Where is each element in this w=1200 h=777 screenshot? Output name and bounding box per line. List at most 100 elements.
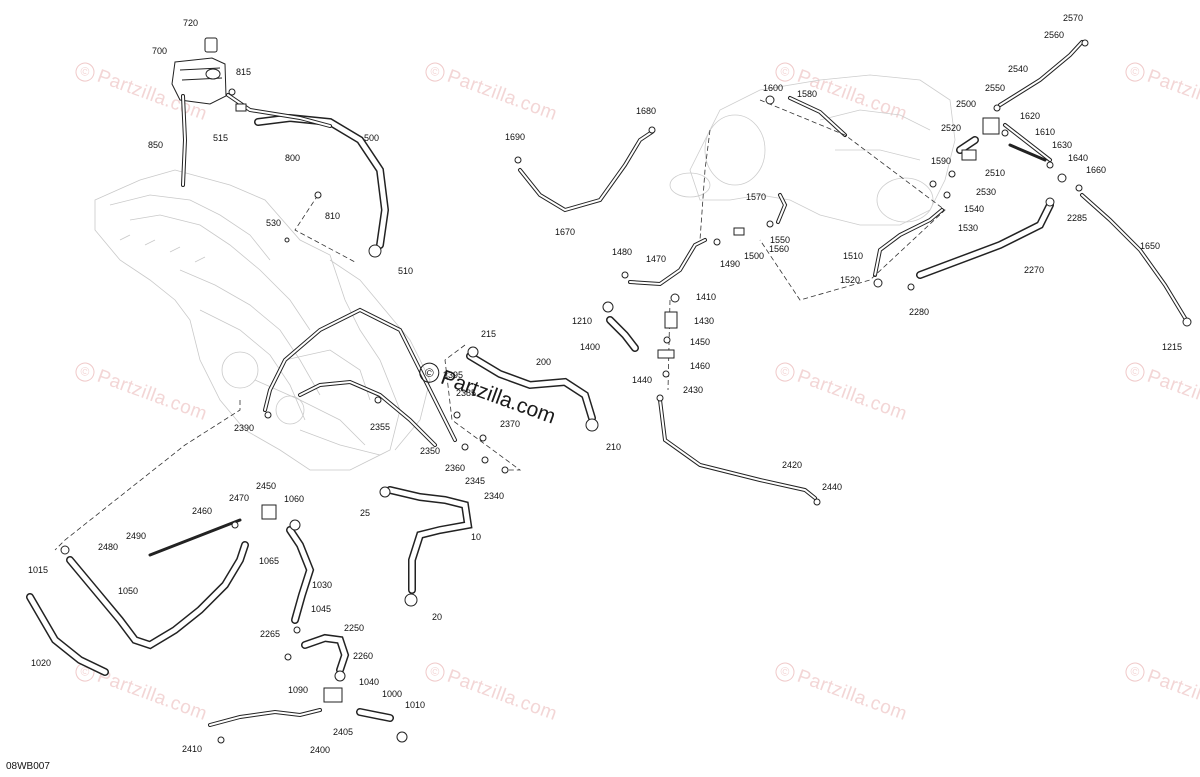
callout-1450: 1450	[690, 337, 711, 347]
callout-2410: 2410	[182, 744, 203, 754]
callout-2420: 2420	[782, 460, 803, 470]
callout-510: 510	[398, 266, 414, 276]
hoses	[26, 40, 1187, 727]
callout-2395: 2395	[443, 370, 464, 380]
callout-2430: 2430	[683, 385, 704, 395]
callout-720: 720	[183, 18, 199, 28]
callout-2370: 2370	[500, 419, 521, 429]
callout-1060: 1060	[284, 494, 305, 504]
callout-2280: 2280	[909, 307, 930, 317]
callout-10: 10	[471, 532, 482, 542]
callout-2385: 2385	[456, 388, 477, 398]
callout-2270: 2270	[1024, 265, 1045, 275]
callout-1090: 1090	[288, 685, 309, 695]
callout-1010: 1010	[405, 700, 426, 710]
callout-1015: 1015	[28, 565, 49, 575]
callout-2510: 2510	[985, 168, 1006, 178]
callout-1590: 1590	[931, 156, 952, 166]
callout-2340: 2340	[484, 491, 505, 501]
callout-700: 700	[152, 46, 168, 56]
callout-1580: 1580	[797, 89, 818, 99]
callout-1430: 1430	[694, 316, 715, 326]
callout-1020: 1020	[31, 658, 52, 668]
callout-2490: 2490	[126, 531, 147, 541]
callout-2500: 2500	[956, 99, 977, 109]
callout-2355: 2355	[370, 422, 391, 432]
callout-2405: 2405	[333, 727, 354, 737]
callout-1530: 1530	[958, 223, 979, 233]
callout-2265: 2265	[260, 629, 281, 639]
callout-530: 530	[266, 218, 282, 228]
callout-2345: 2345	[465, 476, 486, 486]
callout-500: 500	[364, 133, 380, 143]
callout-1500: 1500	[744, 251, 765, 261]
callout-2390: 2390	[234, 423, 255, 433]
callout-1040: 1040	[359, 677, 380, 687]
callout-2470: 2470	[229, 493, 250, 503]
callout-1550: 1550	[770, 235, 791, 245]
callout-810: 810	[325, 211, 341, 221]
callout-1470: 1470	[646, 254, 667, 264]
callout-1540: 1540	[964, 204, 985, 214]
callout-200: 200	[536, 357, 552, 367]
callout-2250: 2250	[344, 623, 365, 633]
callout-800: 800	[285, 153, 301, 163]
callout-1480: 1480	[612, 247, 633, 257]
reservoir	[171, 37, 227, 105]
callout-1210: 1210	[572, 316, 593, 326]
callout-2530: 2530	[976, 187, 997, 197]
callout-815: 815	[236, 67, 252, 77]
callout-2560: 2560	[1044, 30, 1065, 40]
callout-2480: 2480	[98, 542, 119, 552]
callout-20: 20	[432, 612, 443, 622]
leader-lines	[54, 99, 946, 551]
callout-25: 25	[360, 508, 371, 518]
callout-1000: 1000	[382, 689, 403, 699]
callout-2520: 2520	[941, 123, 962, 133]
callout-1460: 1460	[690, 361, 711, 371]
callout-210: 210	[606, 442, 622, 452]
callout-1410: 1410	[696, 292, 717, 302]
callout-2570: 2570	[1063, 13, 1084, 23]
callout-1620: 1620	[1020, 111, 1041, 121]
callout-1400: 1400	[580, 342, 601, 352]
callout-1650: 1650	[1140, 241, 1161, 251]
callout-1690: 1690	[505, 132, 526, 142]
callout-1680: 1680	[636, 106, 657, 116]
callout-1045: 1045	[311, 604, 332, 614]
callout-2260: 2260	[353, 651, 374, 661]
engine-outline	[94, 169, 431, 471]
callout-1030: 1030	[312, 580, 333, 590]
fittings	[60, 39, 1192, 744]
callout-1065: 1065	[259, 556, 280, 566]
callout-1215: 1215	[1162, 342, 1183, 352]
callout-1630: 1630	[1052, 140, 1073, 150]
callout-2360: 2360	[445, 463, 466, 473]
callout-515: 515	[213, 133, 229, 143]
muffler-outline	[669, 74, 956, 226]
callout-1600: 1600	[763, 83, 784, 93]
callout-2450: 2450	[256, 481, 277, 491]
callout-1660: 1660	[1086, 165, 1107, 175]
callout-1610: 1610	[1035, 127, 1056, 137]
callout-1050: 1050	[118, 586, 139, 596]
callout-1560: 1560	[769, 244, 790, 254]
callout-850: 850	[148, 140, 164, 150]
callout-2440: 2440	[822, 482, 843, 492]
callout-1510: 1510	[843, 251, 864, 261]
callout-1520: 1520	[840, 275, 861, 285]
callout-2540: 2540	[1008, 64, 1029, 74]
callout-1670: 1670	[555, 227, 576, 237]
callout-1570: 1570	[746, 192, 767, 202]
diagram-code: 08WB007	[6, 761, 50, 772]
callout-2285: 2285	[1067, 213, 1088, 223]
callout-1490: 1490	[720, 259, 741, 269]
callout-1440: 1440	[632, 375, 653, 385]
callout-2400: 2400	[310, 745, 331, 755]
callout-1640: 1640	[1068, 153, 1089, 163]
callout-215: 215	[481, 329, 497, 339]
callout-2460: 2460	[192, 506, 213, 516]
callout-2350: 2350	[420, 446, 441, 456]
